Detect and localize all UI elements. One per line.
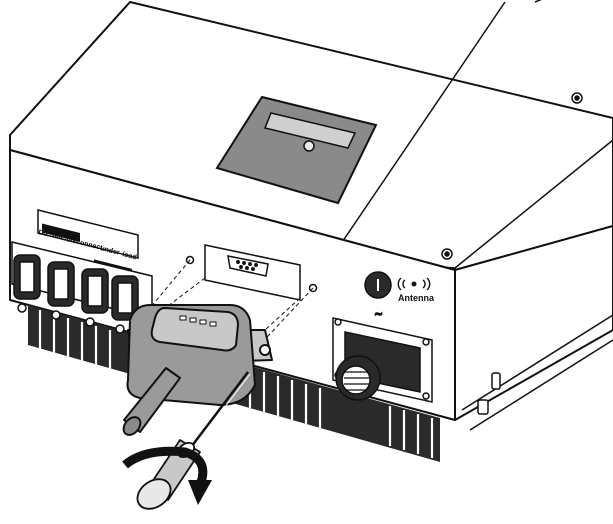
ac-symbol: ~ [375,307,382,321]
wifi-dongle [122,304,273,436]
warning-word-load: load [122,251,138,261]
warning-word-under: under [100,245,121,257]
warning-word-do: Do [38,229,49,238]
dc-connector [47,261,75,320]
dc-connector [81,268,109,327]
dc-connector [13,254,41,313]
communication-port [185,244,318,301]
screw-icon [259,344,271,356]
rotation-arrow-icon [122,446,212,505]
dc-connectors [11,241,153,334]
warning-word-not: not [52,232,65,242]
display-window [263,112,357,149]
side-clips [477,372,501,415]
dongle-antenna [122,367,181,436]
display-panel [215,95,378,205]
indicator-light [303,140,315,152]
dc-connector [111,275,139,334]
wifi-antenna-icon [397,277,431,291]
dongle-leds [179,315,217,327]
antenna-label: Antenna [398,293,435,303]
antenna-port: Antenna [364,271,435,303]
ac-output-port: ~ [332,306,433,403]
inverter-side-face [454,225,613,431]
screw-icon [441,248,453,260]
screw-icon [571,92,583,104]
